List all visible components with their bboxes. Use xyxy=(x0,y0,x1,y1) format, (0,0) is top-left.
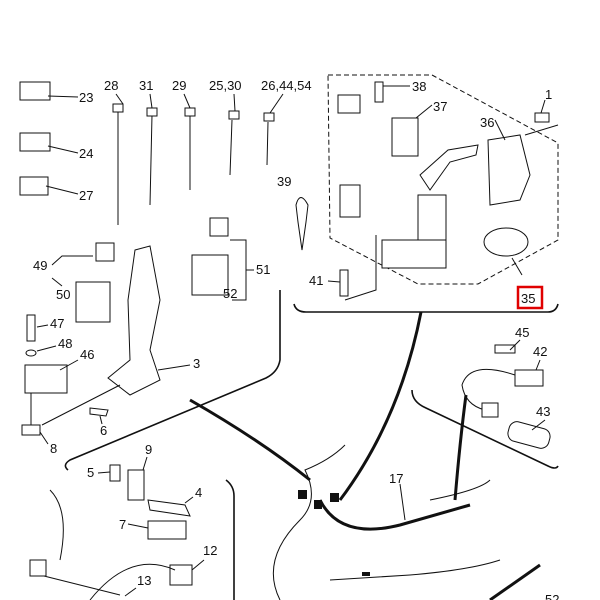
callout-27[interactable]: 27 xyxy=(79,188,93,203)
callout-3[interactable]: 3 xyxy=(193,356,200,371)
panel-outline-bottom xyxy=(225,479,235,600)
relay-holder-52 xyxy=(191,254,229,296)
connector xyxy=(29,559,47,577)
callout-35[interactable]: 35 xyxy=(521,291,535,306)
bolt-41 xyxy=(339,269,349,297)
callout-46[interactable]: 46 xyxy=(80,347,94,362)
callout-41[interactable]: 41 xyxy=(309,273,323,288)
callout-52[interactable]: 52 xyxy=(223,286,237,301)
leader xyxy=(97,456,205,597)
screw-38 xyxy=(374,81,384,103)
callout-31[interactable]: 31 xyxy=(139,78,153,93)
callout-42[interactable]: 42 xyxy=(533,344,547,359)
connector-12 xyxy=(169,564,193,586)
callout-45[interactable]: 45 xyxy=(515,325,529,340)
callout-51[interactable]: 51 xyxy=(256,262,270,277)
callout-50[interactable]: 50 xyxy=(56,287,70,302)
callout-9[interactable]: 9 xyxy=(145,442,152,457)
cable-ties xyxy=(112,93,284,225)
pad-7 xyxy=(147,520,187,540)
clip-27 xyxy=(19,176,49,196)
callout-37[interactable]: 37 xyxy=(433,99,447,114)
leader xyxy=(45,95,79,195)
callout-7[interactable]: 7 xyxy=(119,517,126,532)
ecu-36 xyxy=(487,134,531,206)
main-harness-wire xyxy=(338,311,423,501)
callout-8[interactable]: 8 xyxy=(50,441,57,456)
frame-outline xyxy=(272,444,501,600)
leader xyxy=(327,85,559,301)
callout-1[interactable]: 1 xyxy=(545,87,552,102)
nut-8 xyxy=(21,424,41,436)
washer-48 xyxy=(25,349,37,357)
bolt-45 xyxy=(494,344,516,354)
clip-24 xyxy=(19,132,51,152)
lower-wire xyxy=(489,563,541,600)
callout-24[interactable]: 24 xyxy=(79,146,93,161)
relay-holder-50 xyxy=(75,281,111,323)
callout-6[interactable]: 6 xyxy=(100,423,107,438)
relay-49 xyxy=(95,242,115,262)
bolt-5 xyxy=(109,464,121,482)
callout-29[interactable]: 29 xyxy=(172,78,186,93)
bolt-47 xyxy=(26,314,36,342)
ignition-switch xyxy=(417,194,447,246)
coupler xyxy=(337,94,361,114)
connector xyxy=(481,402,499,418)
switch-kit-boundary xyxy=(327,74,559,285)
callout-48[interactable]: 48 xyxy=(58,336,72,351)
leader xyxy=(399,339,546,521)
callout-12[interactable]: 12 xyxy=(203,543,217,558)
screw-6 xyxy=(89,407,109,417)
relay-51 xyxy=(209,217,229,237)
panel-outline-switch xyxy=(293,303,559,313)
clip-23 xyxy=(19,81,51,101)
magnet-43 xyxy=(507,421,551,449)
wire-4 xyxy=(147,499,191,517)
callout-49[interactable]: 49 xyxy=(33,258,47,273)
bracket-9 xyxy=(127,469,145,501)
sensor-lead xyxy=(461,368,516,411)
callout-5[interactable]: 5 xyxy=(87,465,94,480)
immobilizer-37 xyxy=(391,117,419,157)
callout-28[interactable]: 28 xyxy=(104,78,118,93)
harness-connector xyxy=(314,500,322,509)
callout-52-lower[interactable]: 52 xyxy=(545,592,559,600)
callout-47[interactable]: 47 xyxy=(50,316,64,331)
main-harness-wire xyxy=(189,398,311,482)
sensor-42 xyxy=(514,369,544,387)
key-39 xyxy=(295,197,309,251)
panel-outline-left xyxy=(64,290,281,471)
callout-13[interactable]: 13 xyxy=(137,573,151,588)
callout-43[interactable]: 43 xyxy=(536,404,550,419)
switch-base xyxy=(381,239,447,269)
callout-23[interactable]: 23 xyxy=(79,90,93,105)
harness-connector xyxy=(362,572,370,576)
panel-outline-sensor xyxy=(411,389,559,469)
callout-26-44-54[interactable]: 26,44,54 xyxy=(261,78,312,93)
highlight-box xyxy=(516,285,544,310)
cap-35 xyxy=(483,227,529,257)
harness-connector xyxy=(298,490,307,499)
bracket-3 xyxy=(107,245,161,396)
leader xyxy=(30,324,121,445)
wire-17 xyxy=(318,499,471,531)
harness-13 xyxy=(39,489,176,600)
leader xyxy=(157,364,191,371)
callout-4[interactable]: 4 xyxy=(195,485,202,500)
bolt-1 xyxy=(534,112,550,123)
leader xyxy=(51,239,254,301)
sensor-wire xyxy=(453,394,468,501)
callout-38[interactable]: 38 xyxy=(412,79,426,94)
callout-25-30[interactable]: 25,30 xyxy=(209,78,242,93)
callout-36[interactable]: 36 xyxy=(480,115,494,130)
key-in-switch xyxy=(419,144,479,191)
harness-connector xyxy=(330,493,339,502)
callout-39[interactable]: 39 xyxy=(277,174,291,189)
callout-17[interactable]: 17 xyxy=(389,471,403,486)
coupler xyxy=(339,184,361,218)
